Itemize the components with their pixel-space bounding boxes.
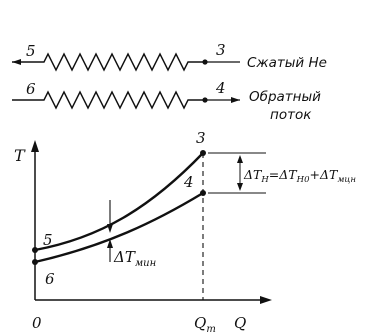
qt-label: Qт xyxy=(194,314,216,335)
dtmin-indicator: ΔTмин xyxy=(107,200,156,269)
curve-return-flow xyxy=(34,191,204,264)
arrow-left-icon xyxy=(12,59,21,65)
x-axis-label: Q xyxy=(234,314,246,332)
dth-formula: ΔTН=ΔTН0+ΔTмцн xyxy=(243,167,356,185)
zigzag-return-flow xyxy=(12,90,205,110)
arrow-down-icon xyxy=(107,224,113,233)
point-3 xyxy=(200,150,206,156)
origin-label: 0 xyxy=(32,314,42,332)
y-axis-label: T xyxy=(14,146,26,165)
stream-compressed-he-label: Сжатый He xyxy=(247,55,327,71)
point-6-label: 6 xyxy=(45,270,55,288)
stream-compressed-he: 5 3 Сжатый He xyxy=(12,41,327,72)
point-6 xyxy=(32,259,38,265)
dth-dimension: ΔTН=ΔTН0+ΔTмцн xyxy=(208,152,356,194)
point-5-label: 5 xyxy=(43,231,53,249)
y-axis-arrow-icon xyxy=(31,140,39,152)
node-4-label: 4 xyxy=(215,79,226,97)
curve-compressed-he xyxy=(34,152,204,252)
node-6-label: 6 xyxy=(26,80,36,98)
arrow-right-icon xyxy=(231,97,240,103)
stream-return-label-line1: Обратный xyxy=(249,89,321,105)
arrow-up-icon xyxy=(107,239,113,248)
arrow-up-icon xyxy=(237,155,243,163)
tq-graph: T 0 Qт Q 5 6 3 4 ΔTмин xyxy=(14,129,356,335)
node-5-label: 5 xyxy=(26,42,36,60)
zigzag-compressed-he xyxy=(12,52,205,72)
node-3-label: 3 xyxy=(216,41,226,59)
x-axis-arrow-icon xyxy=(260,296,272,304)
dtmin-label: ΔTмин xyxy=(113,248,156,269)
point-3-label: 3 xyxy=(196,129,206,147)
point-4 xyxy=(200,190,206,196)
stream-return-label-line2: поток xyxy=(270,107,312,123)
point-5 xyxy=(32,247,38,253)
point-4-label: 4 xyxy=(183,173,194,191)
stream-return-flow: 6 4 Обратный поток xyxy=(12,79,321,123)
arrow-down-icon xyxy=(237,183,243,191)
